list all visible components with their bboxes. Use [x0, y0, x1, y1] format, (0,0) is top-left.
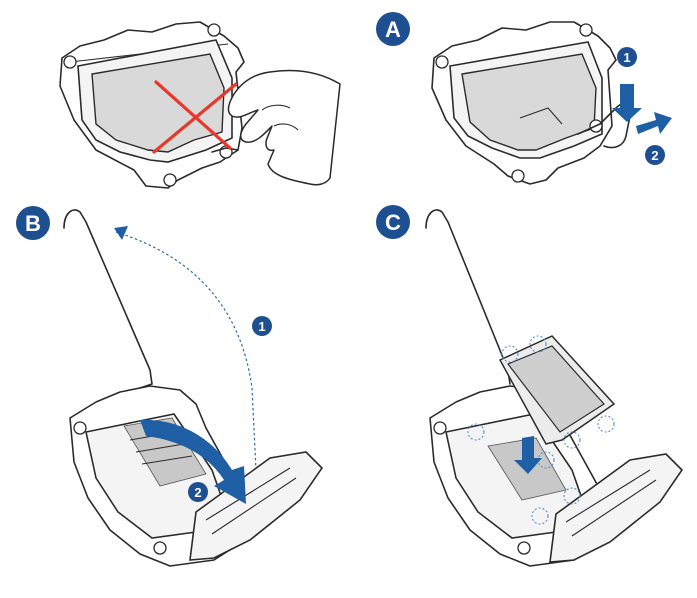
svg-text:B: B — [25, 211, 41, 236]
screw-icon — [511, 169, 525, 183]
step-number-a-2: 2 — [645, 145, 665, 165]
panel-remove-cover-warning — [59, 21, 341, 189]
svg-text:2: 2 — [651, 148, 658, 163]
svg-text:1: 1 — [258, 319, 265, 334]
hand-icon — [227, 69, 341, 186]
alignment-key-marker — [563, 431, 581, 449]
panel-step-c — [425, 209, 684, 567]
svg-text:1: 1 — [623, 50, 630, 65]
screw-icon — [435, 55, 449, 69]
screw-icon — [163, 173, 177, 187]
screw-icon — [63, 55, 77, 69]
screw-icon — [73, 421, 87, 435]
svg-text:C: C — [385, 210, 401, 235]
curved-arrow-icon — [140, 419, 246, 504]
socket-cover — [91, 53, 225, 153]
alignment-key-marker — [531, 507, 549, 525]
panel-step-a — [431, 21, 672, 185]
alignment-key-marker — [467, 423, 485, 441]
panel-step-b — [63, 209, 324, 567]
straight-arrow-icon — [514, 436, 542, 474]
svg-text:A: A — [385, 17, 401, 42]
step-badge-a: A — [376, 12, 410, 46]
step-number-b-1: 1 — [252, 316, 272, 336]
straight-arrow-icon — [612, 84, 642, 122]
alignment-key-marker — [597, 415, 615, 433]
screw-icon — [517, 541, 531, 555]
alignment-key-marker — [529, 335, 547, 353]
step-number-b-2: 2 — [188, 482, 208, 502]
step-number-a-1: 1 — [617, 47, 637, 67]
screw-icon — [579, 23, 593, 37]
socket-cover — [461, 53, 597, 151]
svg-text:2: 2 — [194, 485, 201, 500]
screw-icon — [433, 421, 447, 435]
cross-mark-icon — [152, 80, 238, 154]
lever-path-arc — [115, 231, 257, 471]
step-badge-c: C — [376, 205, 410, 239]
screw-icon — [153, 541, 167, 555]
straight-arrow-icon — [636, 112, 672, 134]
step-badge-b: B — [16, 206, 50, 240]
load-plate — [549, 453, 684, 563]
screw-icon — [207, 23, 221, 37]
alignment-key-marker — [501, 345, 519, 363]
load-plate — [189, 451, 324, 561]
alignment-key-marker — [563, 487, 581, 505]
